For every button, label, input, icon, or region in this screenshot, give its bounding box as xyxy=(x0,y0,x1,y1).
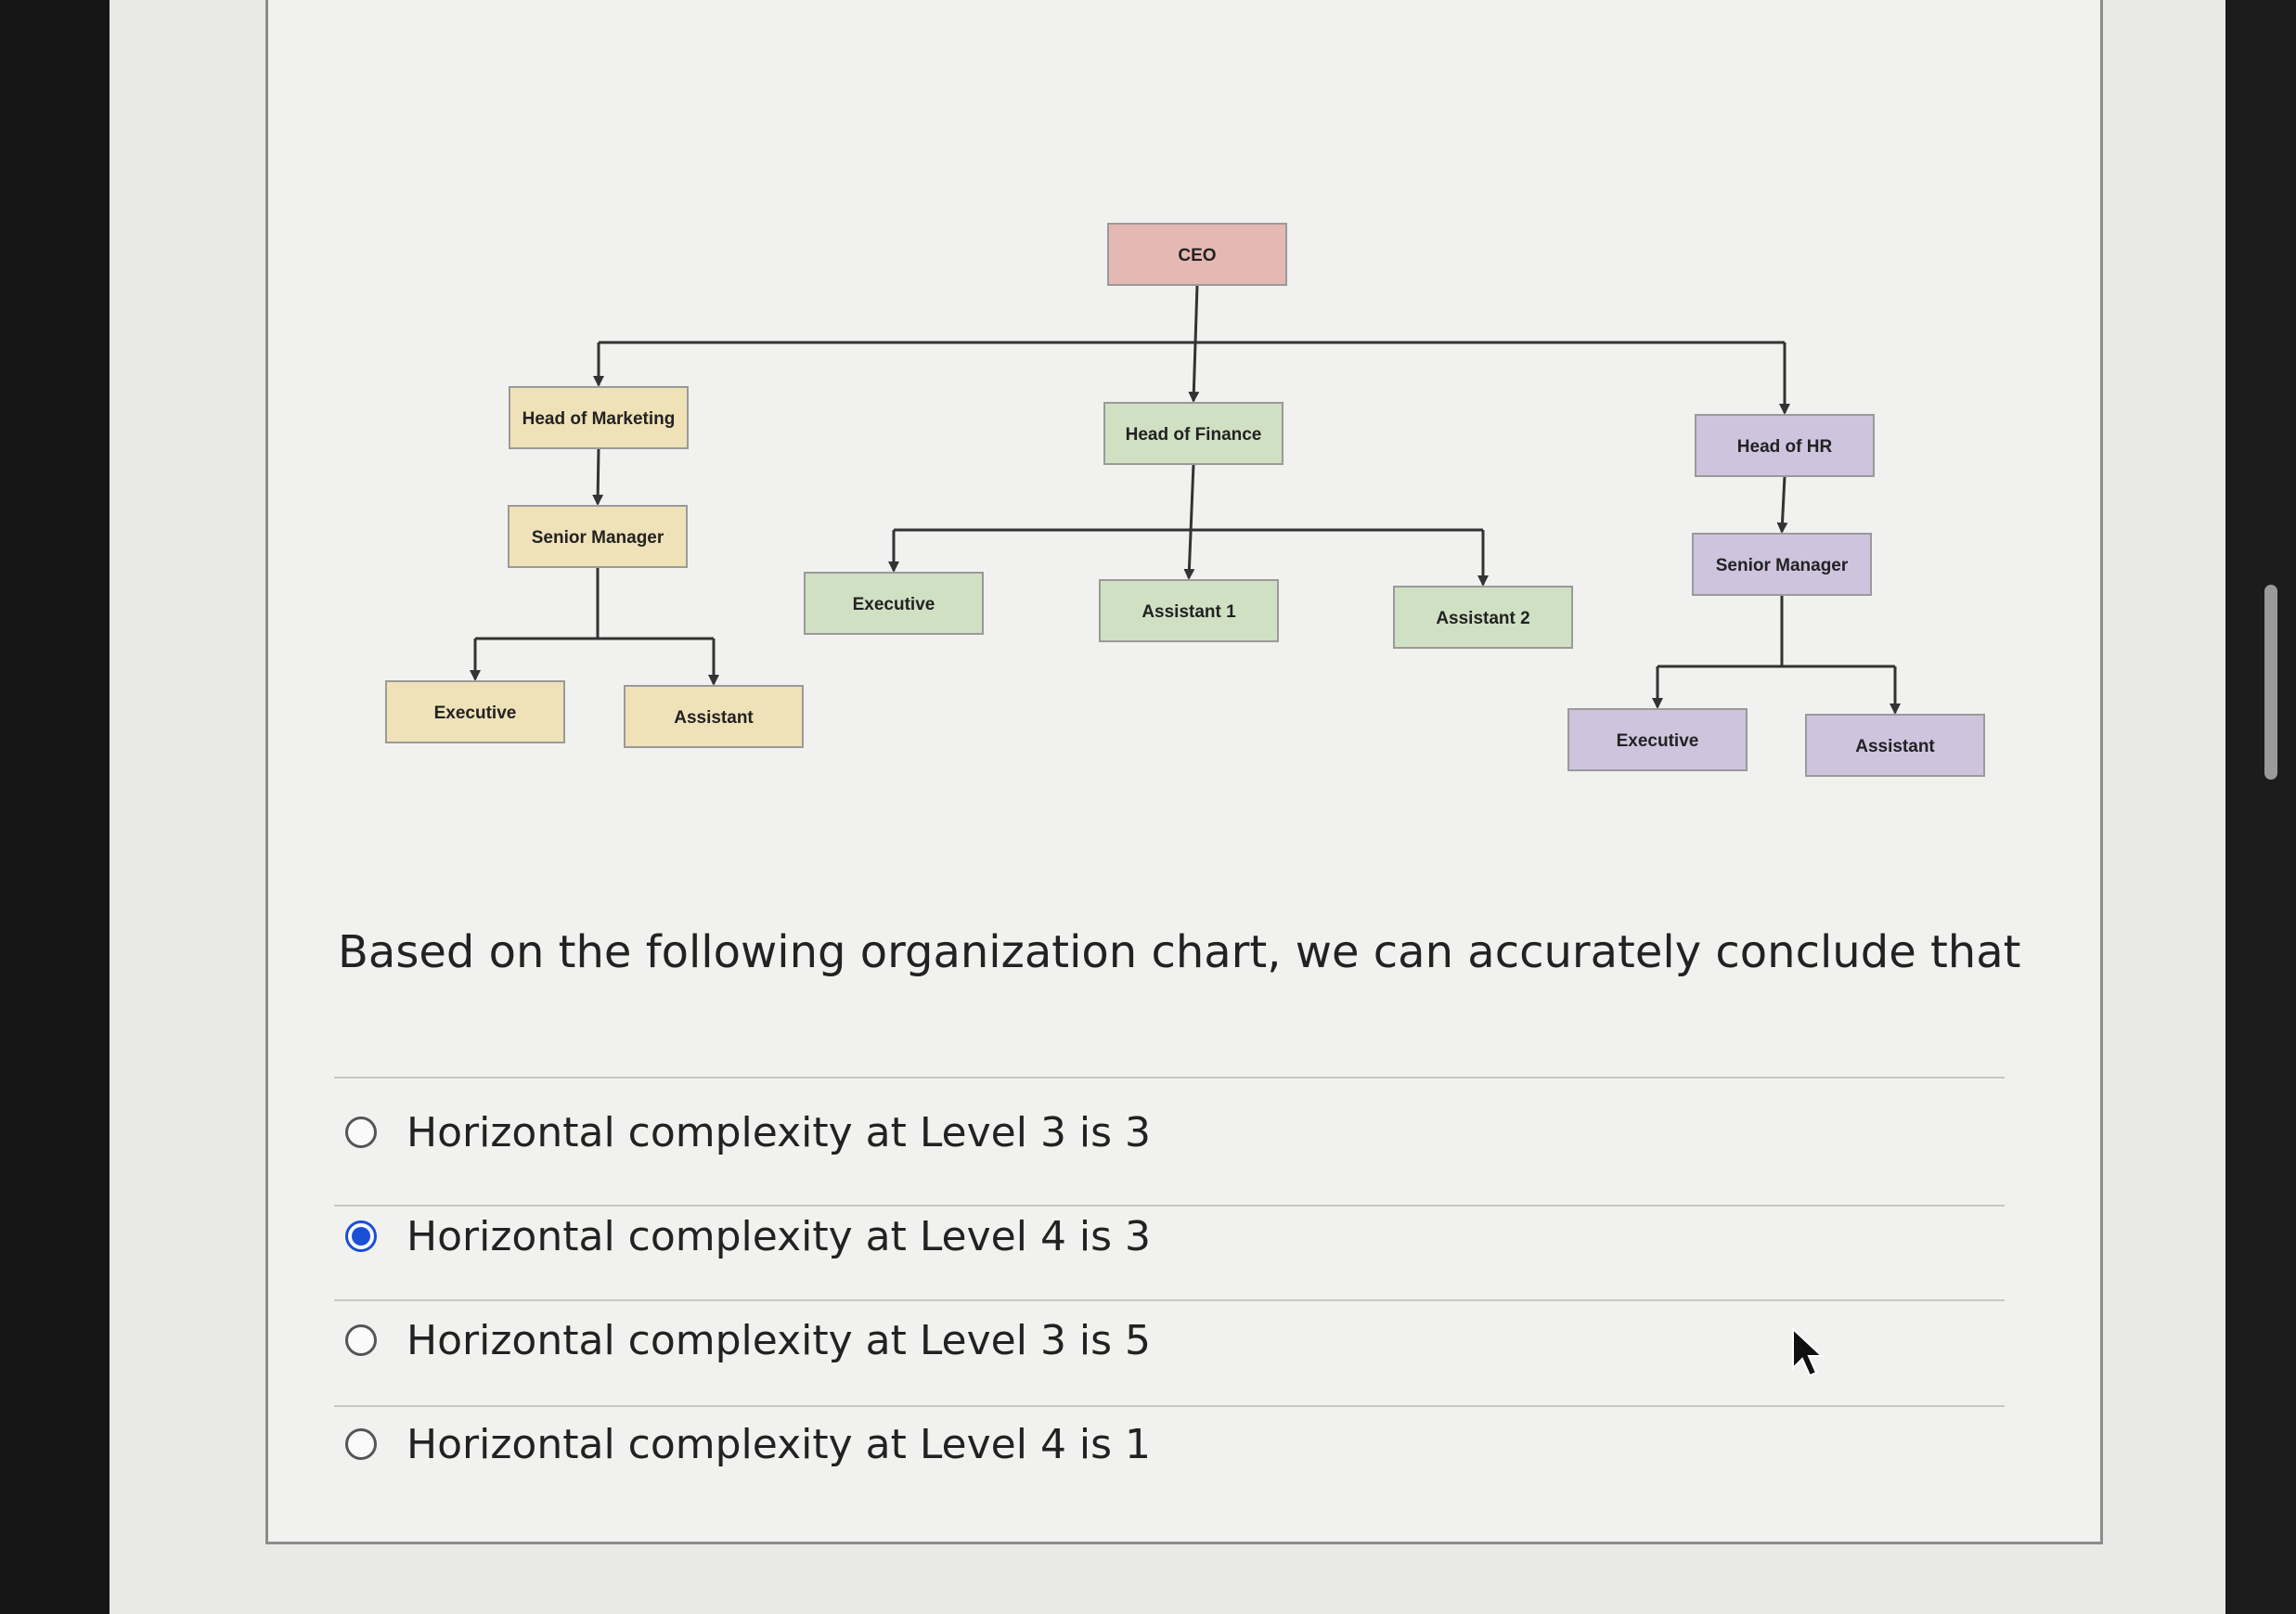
org-node-box xyxy=(1393,586,1573,649)
option-label: Horizontal complexity at Level 3 is 3 xyxy=(406,1108,1152,1156)
org-node-executive-hr: Executive xyxy=(1567,708,1748,771)
connector-line xyxy=(1776,475,1788,534)
org-node-label: Executive xyxy=(1617,731,1699,751)
option-2[interactable]: Horizontal complexity at Level 4 is 3 xyxy=(345,1208,1151,1264)
option-label: Horizontal complexity at Level 4 is 1 xyxy=(406,1420,1152,1468)
org-node-executive-marketing: Executive xyxy=(385,680,565,743)
radio-button[interactable] xyxy=(345,1220,377,1252)
org-node-box xyxy=(385,680,565,743)
org-node-executive-finance: Executive xyxy=(804,572,984,635)
org-node-box xyxy=(508,505,688,568)
org-node-assistant-marketing: Assistant xyxy=(624,685,804,748)
org-node-box xyxy=(1107,223,1287,286)
org-node-box xyxy=(1103,402,1283,465)
org-node-box xyxy=(1567,708,1748,771)
org-node-head-hr: Head of HR xyxy=(1695,414,1875,477)
org-node-assistant-2-finance: Assistant 2 xyxy=(1393,586,1573,649)
org-node-box xyxy=(509,386,689,449)
org-node-box xyxy=(1805,714,1985,777)
org-node-box xyxy=(1695,414,1875,477)
device-bezel-left xyxy=(0,0,110,1614)
radio-button[interactable] xyxy=(345,1117,377,1148)
org-node-label: Assistant 2 xyxy=(1436,609,1529,628)
org-node-label: Assistant xyxy=(1855,737,1935,756)
connector-line xyxy=(592,447,604,506)
divider xyxy=(334,1405,2005,1407)
mouse-pointer-icon xyxy=(1792,1327,1825,1377)
connector-line xyxy=(1183,463,1195,580)
org-node-label: CEO xyxy=(1178,246,1216,265)
org-node-box xyxy=(624,685,804,748)
org-node-label: Assistant 1 xyxy=(1142,602,1236,622)
device-bezel-right xyxy=(2225,0,2296,1614)
org-node-label: Head of Marketing xyxy=(522,409,676,429)
org-node-assistant-hr: Assistant xyxy=(1805,714,1985,777)
option-label: Horizontal complexity at Level 4 is 3 xyxy=(406,1212,1152,1260)
org-node-box xyxy=(804,572,984,635)
org-node-label: Executive xyxy=(434,704,517,723)
divider xyxy=(334,1205,2005,1207)
org-node-label: Head of HR xyxy=(1737,437,1833,457)
org-node-label: Executive xyxy=(853,595,935,614)
option-label: Horizontal complexity at Level 3 is 5 xyxy=(406,1316,1152,1364)
divider xyxy=(334,1299,2005,1301)
radio-button[interactable] xyxy=(345,1428,377,1460)
connector-line xyxy=(1188,284,1200,403)
option-1[interactable]: Horizontal complexity at Level 3 is 3 xyxy=(345,1104,1151,1160)
org-node-senior-manager-hr: Senior Manager xyxy=(1692,533,1872,596)
org-node-box xyxy=(1099,579,1279,642)
divider xyxy=(334,1077,2005,1078)
scrollbar-thumb[interactable] xyxy=(2264,585,2277,780)
org-node-box xyxy=(1692,533,1872,596)
option-3[interactable]: Horizontal complexity at Level 3 is 5 xyxy=(345,1312,1151,1368)
org-node-senior-manager-marketing: Senior Manager xyxy=(508,505,688,568)
org-node-ceo: CEO xyxy=(1107,223,1287,286)
org-node-head-finance: Head of Finance xyxy=(1103,402,1283,465)
org-node-label: Assistant xyxy=(674,708,754,728)
org-node-label: Senior Manager xyxy=(532,528,664,548)
org-node-head-marketing: Head of Marketing xyxy=(509,386,689,449)
option-4[interactable]: Horizontal complexity at Level 4 is 1 xyxy=(345,1416,1151,1472)
org-node-label: Head of Finance xyxy=(1126,425,1262,445)
radio-button[interactable] xyxy=(345,1324,377,1356)
org-node-assistant-1-finance: Assistant 1 xyxy=(1099,579,1279,642)
question-prompt: Based on the following organization char… xyxy=(338,926,2021,978)
org-node-label: Senior Manager xyxy=(1716,556,1849,575)
